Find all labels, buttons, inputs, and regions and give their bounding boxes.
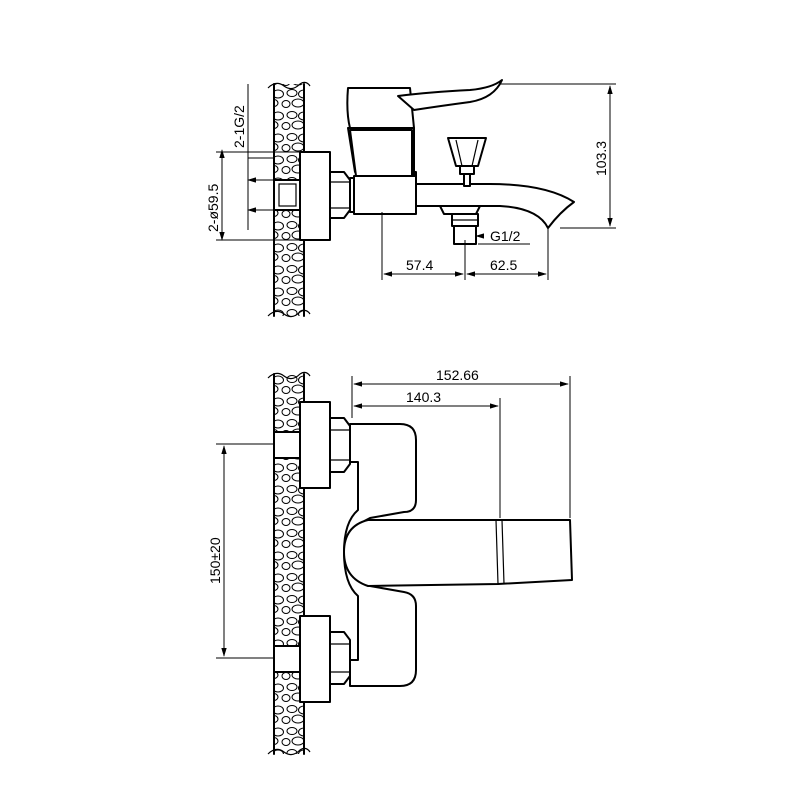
lower-inlet bbox=[273, 645, 301, 673]
spout bbox=[415, 183, 575, 229]
label-escutcheon-diameter: 2-ø59.5 bbox=[205, 184, 221, 232]
lower-hex-nut bbox=[329, 631, 351, 685]
label-offset-left: 57.4 bbox=[406, 257, 433, 273]
hex-nut bbox=[329, 171, 351, 219]
side-view: 2-1G/2 2-ø59.5 103.3 G1/2 57.4 62.5 bbox=[205, 79, 616, 318]
lever-handle-top[interactable] bbox=[343, 519, 573, 587]
label-thread-connection: 2-1G/2 bbox=[231, 105, 247, 148]
upper-hex-nut bbox=[329, 417, 351, 473]
upper-escutcheon bbox=[299, 401, 331, 489]
label-outlet-thread: G1/2 bbox=[490, 228, 521, 244]
cartridge bbox=[349, 129, 413, 177]
lower-escutcheon bbox=[299, 615, 331, 703]
upper-inlet bbox=[273, 431, 301, 459]
label-inlet-centers: 150±20 bbox=[207, 537, 223, 584]
label-projection-overall: 152.66 bbox=[436, 367, 479, 383]
shower-outlet bbox=[439, 205, 481, 245]
lever-handle bbox=[346, 87, 415, 129]
label-height: 103.3 bbox=[593, 141, 609, 176]
label-projection-body: 140.3 bbox=[406, 389, 441, 405]
top-view: 152.66 140.3 150±20 bbox=[207, 367, 573, 756]
diverter-knob[interactable] bbox=[447, 137, 487, 187]
escutcheon bbox=[299, 151, 331, 241]
label-offset-right: 62.5 bbox=[490, 257, 517, 273]
